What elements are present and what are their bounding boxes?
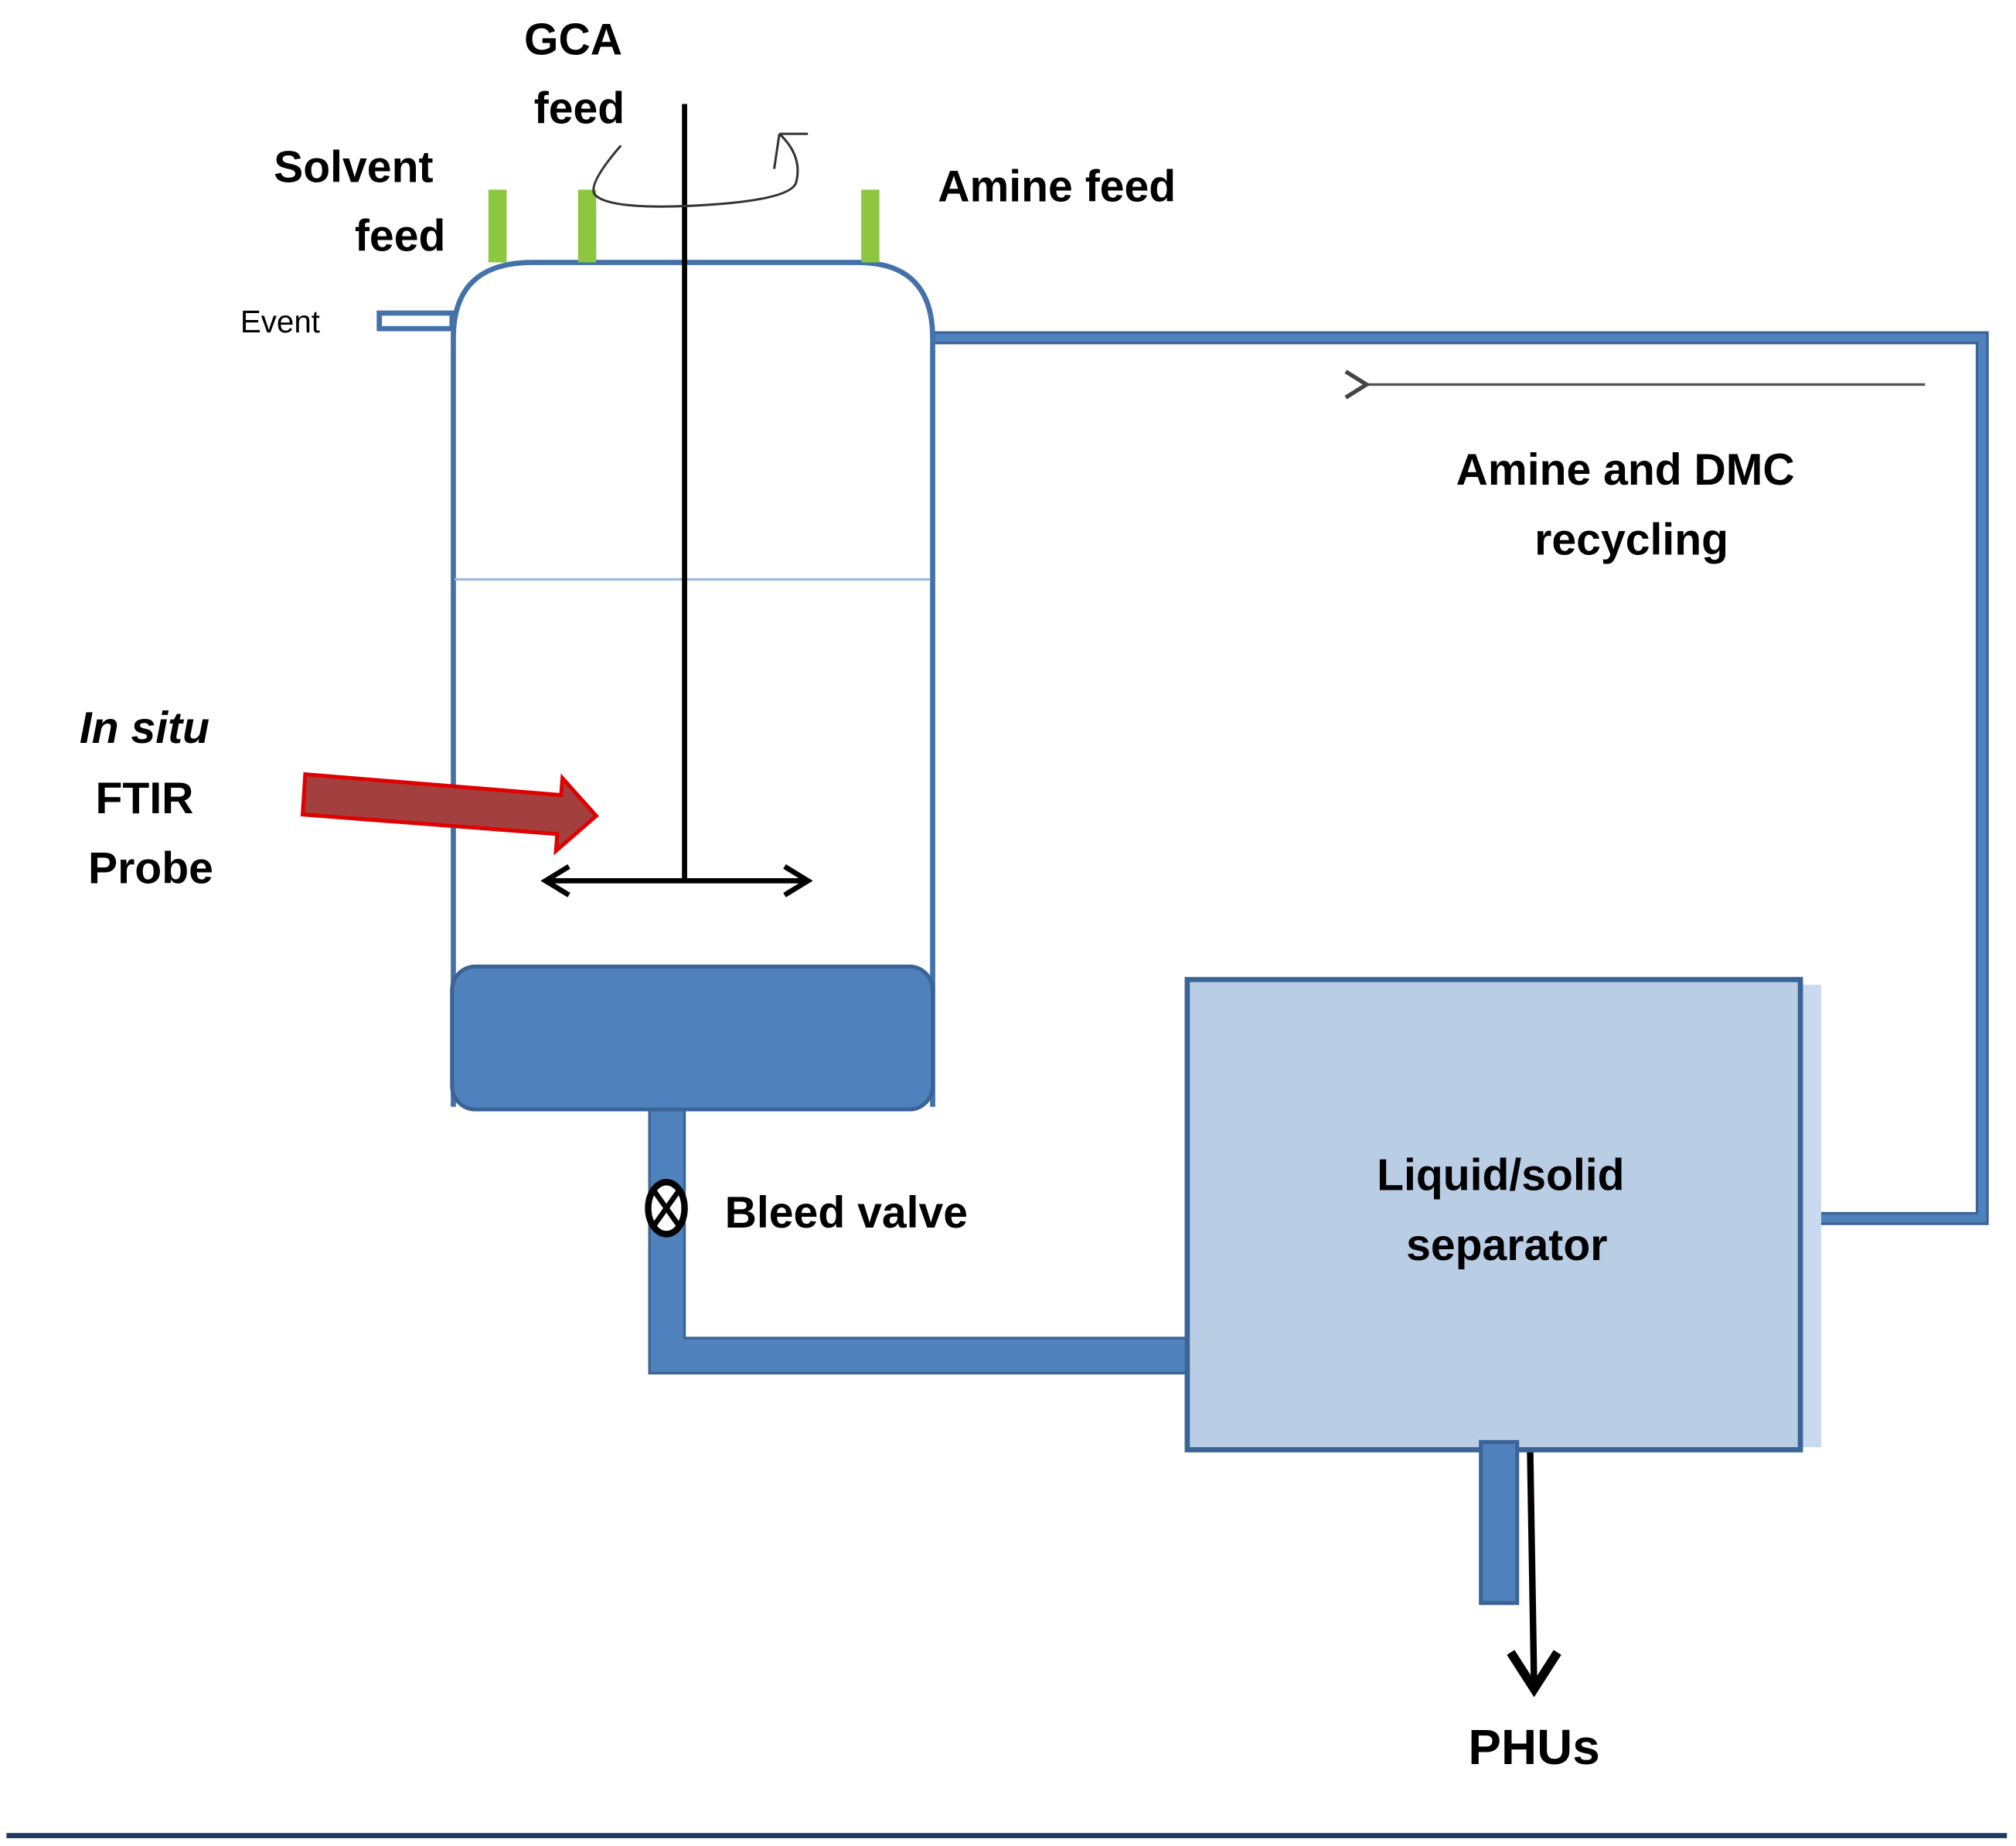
liquid-solid-separator [1184,976,1803,1453]
event-vent [376,310,455,332]
bleed-valve-icon [645,1179,688,1238]
solvent-feed-nozzle [488,189,507,263]
amine-feed-label: Amine feed [938,162,1176,211]
ftir-probe-label: In situ FTIR Probe [80,703,222,893]
separator-label: Liquid/solid separator [1377,1150,1636,1270]
bleed-pipe [648,1105,1189,1374]
solvent-feed-label: Solvent feed [274,142,445,261]
amine-feed-nozzle [861,189,880,263]
product-outlet-pipe [1479,1439,1520,1606]
impeller-left-arrowhead-icon [540,864,570,897]
agitator [540,104,813,897]
event-label: Event [240,304,320,339]
reactor-vessel [450,260,935,1112]
gca-feed-label: GCA feed [524,15,635,134]
ftir-probe-arrow-icon [300,771,599,856]
footer-divider [6,1833,2007,1838]
bleed-valve-label: Bleed valve [725,1188,968,1238]
rotation-arrow-icon [592,132,809,208]
product-label: PHUs [1468,1719,1599,1775]
product-arrow-shaft [1527,1452,1538,1687]
product-arrow-icon [1507,1650,1561,1698]
impeller-right-arrowhead-icon [783,864,813,897]
gca-feed-nozzle [577,189,597,263]
recycle-label: Amine and DMC recycling [1456,445,1807,565]
heating-jacket [450,964,935,1112]
